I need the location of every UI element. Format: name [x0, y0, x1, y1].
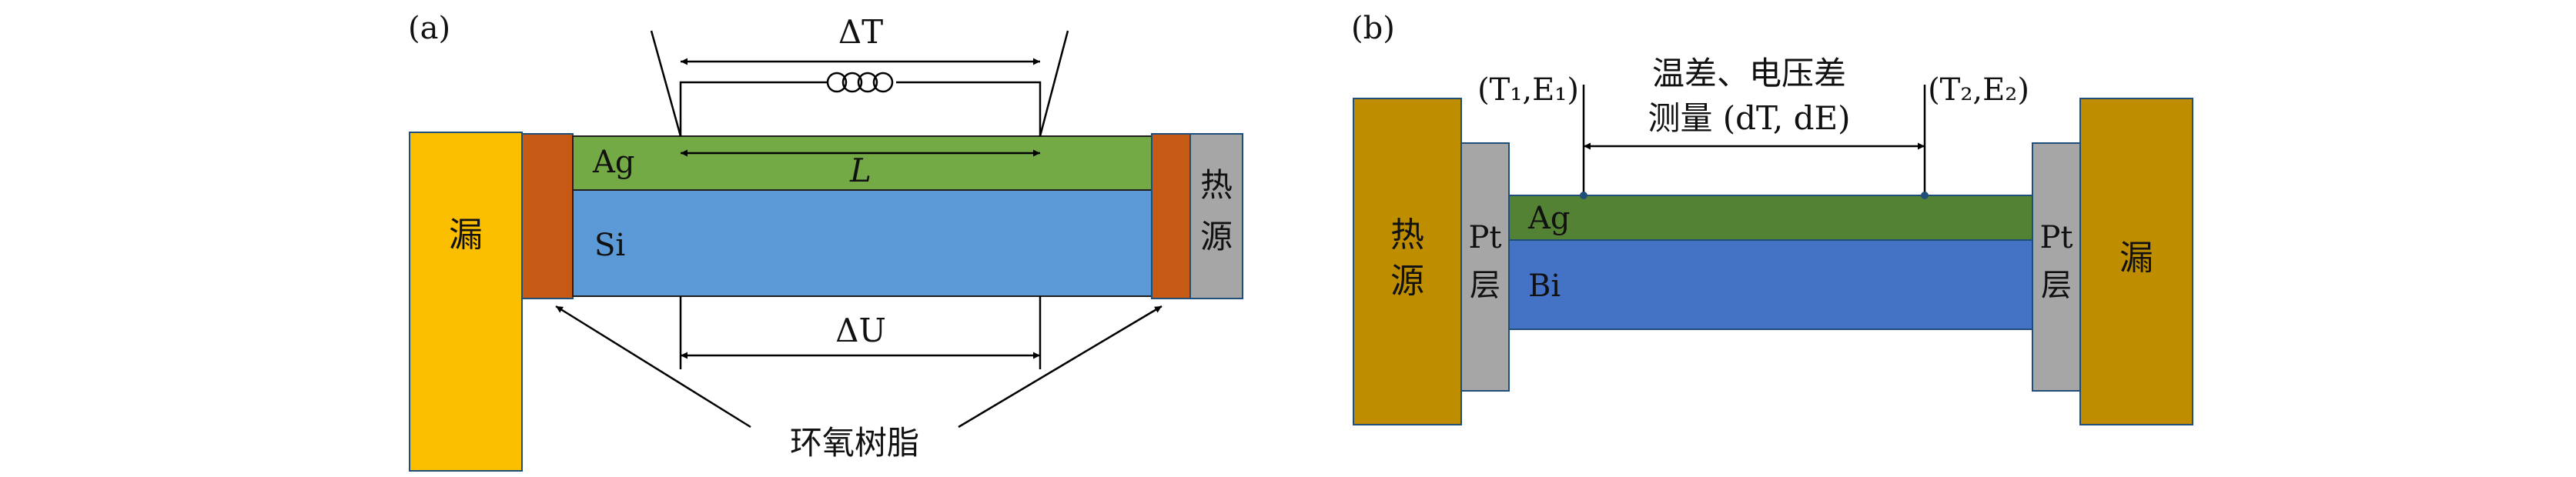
- panel-b-label: (b): [1351, 11, 1395, 46]
- panel-a-epoxy-pointer-right: [958, 305, 1163, 429]
- panel-b-measure-label-line-2: 测量 (dT, dE): [1648, 99, 1850, 137]
- panel-b-ag-layer: [1508, 195, 2033, 241]
- panel-a-epoxy-pointer-left: [555, 305, 751, 429]
- panel-a-heater-wire-left: [679, 81, 828, 136]
- panel-a-thermocouple-right: [1039, 30, 1069, 137]
- panel-a-heat-source-block: [1189, 133, 1243, 299]
- panel-a-sink-label: 漏: [449, 215, 483, 255]
- panel-a-epoxy-right: [1151, 133, 1191, 299]
- panel-a-si-layer: [572, 189, 1153, 297]
- panel-b-probe-point-left: [1580, 192, 1587, 199]
- panel-b-heat-source-block: [1353, 98, 1462, 425]
- panel-b-heat-source-char-2: 源: [1390, 262, 1424, 301]
- panel-b: (b) 热 源 Pt 层 Ag Bi Pt 层 漏 (T₁,E₁) (T₂,E₂…: [1351, 11, 2193, 425]
- panel-a-epoxy-label: 环氧树脂: [790, 424, 919, 462]
- panel-b-point-left-label: (T₁,E₁): [1477, 72, 1579, 108]
- panel-b-pt-right-line-1: Pt: [2040, 220, 2073, 255]
- panel-b-pt-layer-left: [1460, 142, 1510, 392]
- panel-b-bi-layer: [1508, 239, 2033, 330]
- panel-a-thermocouple-left: [650, 30, 682, 137]
- panel-b-pt-layer-right: [2032, 142, 2081, 392]
- panel-b-pt-right-line-2: 层: [2041, 268, 2072, 303]
- panel-a-delta-t-label: ΔT: [838, 13, 883, 51]
- panel-a-si-label: Si: [594, 228, 625, 263]
- panel-b-sink-block: [2079, 98, 2193, 425]
- panel-b-probe-point-right: [1921, 192, 1929, 199]
- panel-b-point-right-label: (T₂,E₂): [1928, 72, 2029, 108]
- panel-b-measure-label-line-1: 温差、电压差: [1652, 55, 1846, 92]
- panel-b-pt-left-line-2: 层: [1470, 268, 1500, 303]
- panel-a-ag-label: Ag: [592, 145, 635, 180]
- panel-b-pt-left-line-1: Pt: [1469, 220, 1502, 255]
- panel-a-label: (a): [408, 11, 450, 46]
- panel-b-heat-source-char-1: 热: [1390, 215, 1424, 255]
- panel-a-heat-source-char-1: 热: [1200, 166, 1233, 204]
- panel-a-heater-wire-right: [896, 81, 1042, 136]
- panel-b-bi-label: Bi: [1528, 269, 1561, 304]
- panel-a-heat-source-char-2: 源: [1200, 218, 1233, 255]
- panel-b-ag-label: Ag: [1527, 201, 1571, 236]
- panel-b-sink-label: 漏: [2119, 239, 2153, 278]
- panel-a-heater-coil-icon: [826, 72, 894, 93]
- panel-a-ag-layer: [572, 135, 1153, 191]
- panel-a: (a) 漏 Ag Si 热 源 ΔT L: [408, 11, 1243, 472]
- panel-a-epoxy-left: [521, 133, 574, 299]
- panel-a-length-label: L: [849, 152, 871, 189]
- panel-a-sink-block: [409, 132, 523, 472]
- panel-a-delta-u-label: ΔU: [835, 312, 886, 349]
